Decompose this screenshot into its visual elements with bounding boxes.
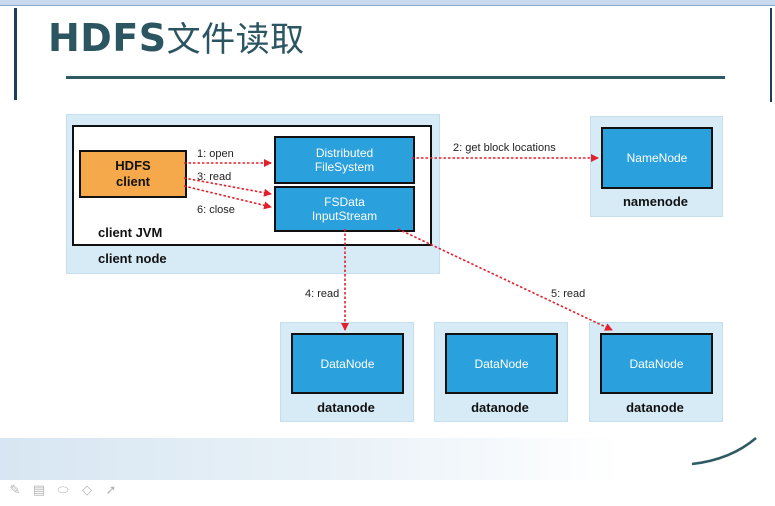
datanode-box-1: DataNode (291, 333, 404, 394)
edge-label-open: 1: open (197, 148, 234, 160)
edge-label-read5: 5: read (551, 288, 586, 300)
namenode-label: namenode (622, 194, 688, 209)
hdfs-client-box: HDFS client (79, 150, 187, 198)
datanode-box-1-label: DataNode (320, 356, 375, 371)
arrow-read3 (183, 177, 272, 197)
datanode-label-3: datanode (626, 400, 684, 415)
corner-swoosh (691, 437, 757, 466)
arrow-read5 (397, 228, 613, 331)
fsdata-inputstream-line1: FSData (324, 195, 365, 209)
datanode-label-1: datanode (317, 400, 375, 415)
slideshow-toolbar: ✎ ▤ ⬭ ◇ ➚ (6, 484, 120, 498)
datanode-box-2-label: DataNode (474, 356, 529, 371)
highlighter-icon[interactable]: ◇ (82, 483, 92, 498)
distributed-filesystem-box: Distributed FileSystem (274, 136, 415, 184)
slide-title: HDFS文件读取 (48, 12, 305, 61)
client-node-label: client node (98, 251, 167, 266)
datanode-box-3-label: DataNode (629, 356, 684, 371)
hdfs-client-line1: HDFS (115, 158, 151, 173)
window-top-strip (0, 0, 775, 6)
fsdata-inputstream-line2: InputStream (311, 209, 378, 223)
distributed-filesystem-line1: Distributed (315, 146, 374, 160)
edge-label-read3: 3: read (197, 171, 232, 183)
slide-title-latin: HDFS (48, 16, 167, 60)
namenode-box-label: NameNode (626, 151, 688, 165)
slides-icon[interactable]: ▤ (32, 483, 46, 498)
edge-label-close: 6: close (197, 204, 235, 216)
datanode-box-2: DataNode (445, 333, 558, 394)
datanode-box-3: DataNode (600, 333, 713, 394)
bottom-gradient-band (0, 438, 775, 480)
distributed-filesystem-line2: FileSystem (314, 160, 375, 174)
right-accent-bar (770, 8, 772, 102)
datanode-label-2: datanode (471, 400, 529, 415)
pointer-icon[interactable]: ➚ (105, 483, 117, 498)
title-underline (66, 76, 725, 79)
pen-icon[interactable]: ✎ (9, 483, 21, 498)
edge-label-get-block: 2: get block locations (453, 142, 556, 154)
left-accent-bar (14, 8, 17, 100)
client-jvm-label: client JVM (98, 225, 163, 240)
edge-label-read4: 4: read (305, 288, 340, 300)
hdfs-client-line2: client (116, 174, 150, 189)
arrow-close (183, 185, 272, 210)
eraser-icon[interactable]: ⬭ (57, 483, 69, 498)
namenode-box: NameNode (601, 127, 713, 189)
slide-title-chinese: 文件读取 (166, 20, 305, 60)
